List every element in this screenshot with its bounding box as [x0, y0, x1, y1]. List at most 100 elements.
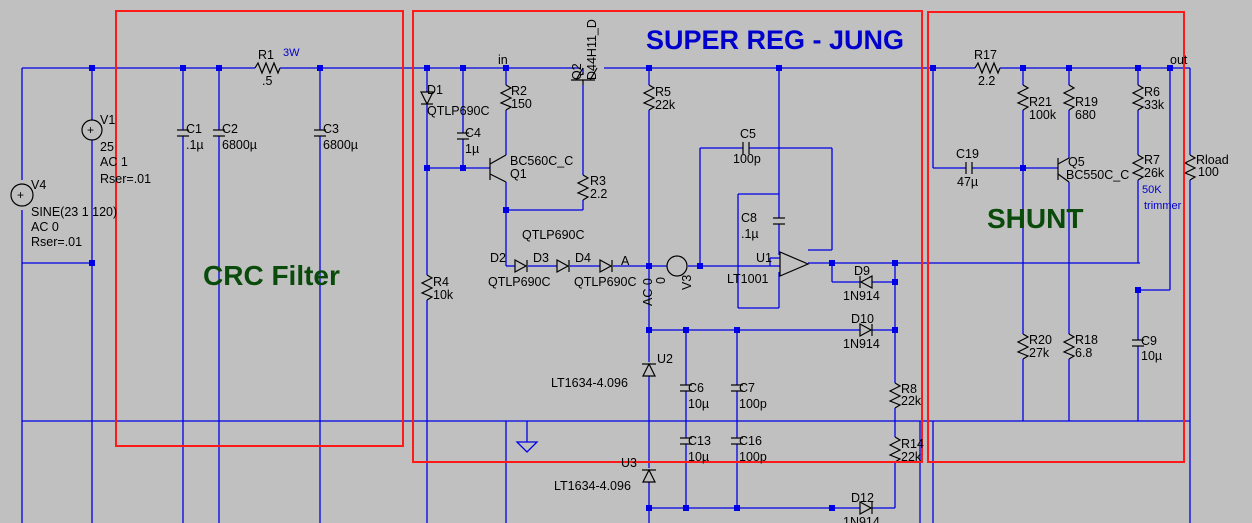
r19-name: R19 [1075, 95, 1098, 109]
r4-name: R4 [433, 275, 449, 289]
d4-value-top: QTLP690C [522, 228, 585, 242]
r21-name: R21 [1029, 95, 1052, 109]
q5-value: BC550C_C [1066, 168, 1129, 182]
r19-symbol [1062, 84, 1076, 111]
c7-value: 100p [739, 397, 767, 411]
junction-dots [89, 65, 1173, 511]
u2-name: U2 [657, 352, 673, 366]
section-crc-label: CRC Filter [203, 260, 340, 291]
r21-symbol [1016, 84, 1030, 111]
capacitor-plates-vertical [177, 129, 1144, 445]
d10-value: 1N914 [843, 337, 880, 351]
r1-value: .5 [262, 74, 272, 88]
rload-value: 100 [1198, 165, 1219, 179]
labels: SUPER REG - JUNG CRC Filter SHUNT in out… [31, 19, 1229, 523]
c1-value: .1µ [186, 138, 204, 152]
u3-name: U3 [621, 456, 637, 470]
r17-value: 2.2 [978, 74, 995, 88]
section-shunt-label: SHUNT [987, 203, 1083, 234]
net-out: out [1170, 53, 1188, 67]
c2-name: C2 [222, 122, 238, 136]
d3-value: QTLP690C [574, 275, 637, 289]
r4-symbol [420, 274, 434, 301]
c2-value: 6800µ [222, 138, 257, 152]
v3-ac: AC 0 [641, 278, 655, 306]
r14-name: R14 [901, 437, 924, 451]
r2-value: 150 [511, 97, 532, 111]
u3-symbol [642, 468, 656, 483]
d12-symbol [859, 500, 873, 516]
c7-name: C7 [739, 381, 755, 395]
v4-rser: Rser=.01 [31, 235, 82, 249]
d12-name: D12 [851, 491, 874, 505]
r2-symbol [499, 84, 513, 111]
q2-value: D44H11_D [585, 19, 599, 80]
r6-symbol [1131, 84, 1145, 111]
r18-symbol [1062, 333, 1076, 360]
r6-value: 33k [1144, 98, 1165, 112]
c9-value: 10µ [1141, 349, 1162, 363]
r7-symbol [1131, 154, 1145, 181]
d1-name: D1 [427, 83, 443, 97]
u2-value: LT1634-4.096 [551, 376, 628, 390]
svg-text:+: + [17, 188, 24, 202]
r8-name: R8 [901, 382, 917, 396]
c6-name: C6 [688, 381, 704, 395]
c3-value: 6800µ [323, 138, 358, 152]
r17-name: R17 [974, 48, 997, 62]
v1-value: 25 [100, 140, 114, 154]
r14-symbol [888, 436, 902, 463]
c4-value: 1µ [465, 142, 479, 156]
d10-symbol [859, 322, 873, 338]
v1-ac: AC 1 [100, 155, 128, 169]
c8-value: .1µ [741, 227, 759, 241]
c19-name: C19 [956, 147, 979, 161]
v4-symbol [10, 183, 34, 207]
v4-name: V4 [31, 178, 46, 192]
r7-name: R7 [1144, 153, 1160, 167]
net-a: A [621, 254, 630, 268]
v1-rser: Rser=.01 [100, 172, 151, 186]
c8-name: C8 [741, 211, 757, 225]
c5-name: C5 [740, 127, 756, 141]
component-symbols: + + [10, 61, 1197, 516]
v4-ac: AC 0 [31, 220, 59, 234]
ground-icon [515, 421, 539, 453]
d3-symbol [556, 258, 570, 274]
d9-name: D9 [854, 264, 870, 278]
q1-value: BC560C_C [510, 154, 573, 168]
d2-value: QTLP690C [488, 275, 551, 289]
r1-note: 3W [283, 47, 300, 59]
c13-name: C13 [688, 434, 711, 448]
r1-symbol [254, 61, 281, 75]
r14-value: 22k [901, 450, 922, 464]
v4-value: SINE(23 1 120) [31, 205, 117, 219]
d3-name: D3 [533, 251, 549, 265]
d9-symbol [859, 274, 873, 290]
r5-name: R5 [655, 85, 671, 99]
c13-value: 10µ [688, 450, 709, 464]
q5-symbol [1057, 157, 1070, 183]
svg-text:+: + [87, 123, 94, 137]
u1-symbol [779, 251, 810, 277]
c5-value: 100p [733, 152, 761, 166]
r3-name: R3 [590, 174, 606, 188]
q2-symbol [571, 67, 598, 85]
q1-symbol [489, 154, 507, 183]
d9-value: 1N914 [843, 289, 880, 303]
v1-name: V1 [100, 113, 115, 127]
u2-symbol [642, 362, 656, 377]
r7-value: 26k [1144, 166, 1165, 180]
d4-symbol [599, 258, 613, 274]
c3-name: C3 [323, 122, 339, 136]
r20-symbol [1016, 333, 1030, 360]
d1-value: QTLP690C [427, 104, 490, 118]
shunt-box [927, 11, 1185, 463]
r20-name: R20 [1029, 333, 1052, 347]
q2-name: Q2 [570, 63, 584, 80]
rload-name: Rload [1196, 153, 1229, 167]
page-title: SUPER REG - JUNG [646, 25, 904, 55]
v1-symbol [81, 119, 103, 141]
r6-name: R6 [1144, 85, 1160, 99]
crc-filter-box [115, 10, 404, 447]
